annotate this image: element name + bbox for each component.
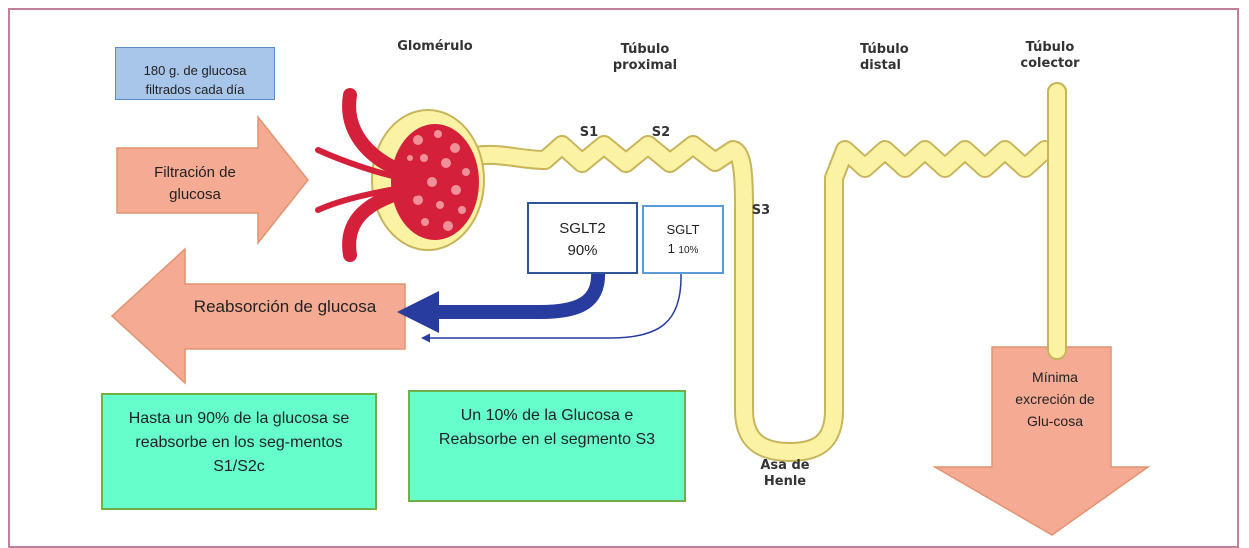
reabsorption-90-text: Hasta un 90% de la glucosa se reabsorbe … <box>119 407 359 479</box>
reabsorption-10-box: Un 10% de la Glucosa e Reabsorbe en el s… <box>408 390 686 502</box>
label-tubulo-proximal: Túbulo proximal <box>600 42 690 74</box>
reabsorption-10-text: Un 10% de la Glucosa e Reabsorbe en el s… <box>432 404 662 452</box>
sglt1-percent: 10% <box>678 245 698 256</box>
glomerulus <box>318 95 484 255</box>
label-s3: S3 <box>746 203 776 219</box>
sglt2-flow-arrow <box>432 270 598 312</box>
label-s1: S1 <box>574 125 604 141</box>
label-s2: S2 <box>646 125 676 141</box>
sglt1-label: SGLT 1 10% <box>644 220 722 260</box>
label-tubulo-distal: Túbulo distal <box>860 42 940 74</box>
sglt1-box: SGLT 1 10% <box>642 205 724 274</box>
reabsorption-text: Reabsorción de glucosa <box>170 296 400 318</box>
reabsorption-90-box: Hasta un 90% de la glucosa se reabsorbe … <box>101 393 377 510</box>
label-asa-de-henle: Asa de Henle <box>740 458 830 490</box>
filtered-glucose-box: 180 g. de glucosa filtrados cada día <box>115 47 275 100</box>
label-glomerulo: Glomérulo <box>390 39 480 55</box>
sglt2-text: SGLT2 90% <box>529 218 636 262</box>
filtered-glucose-text: 180 g. de glucosa filtrados cada día <box>120 61 270 99</box>
sglt2-box: SGLT2 90% <box>527 202 638 274</box>
filtration-text: Filtración de glucosa <box>135 162 255 206</box>
excretion-text: Mínima excreción de Glu-cosa <box>1010 366 1100 432</box>
label-tubulo-colector: Túbulo colector <box>1005 40 1095 72</box>
